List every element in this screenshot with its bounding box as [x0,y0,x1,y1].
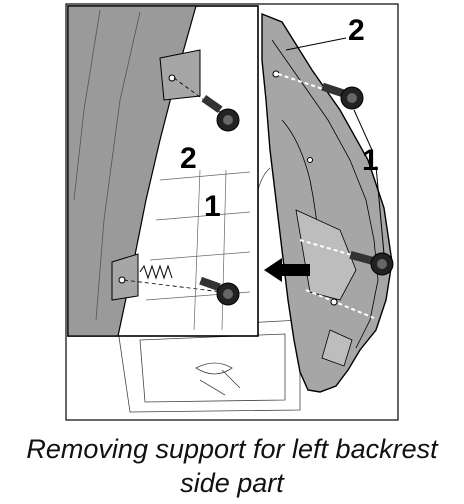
detail-inset [67,5,259,337]
callout-1-right: 1 [362,144,379,177]
callout-1-inset: 1 [204,190,221,223]
exploded-diagram: 2 1 2 1 [65,3,399,421]
support-bracket [261,12,393,393]
callout-2-inset: 2 [180,142,197,175]
bracket-screw-bottom [349,251,394,276]
inset-screw-bottom [199,276,240,306]
caption-line-2: side part [180,468,284,498]
removal-arrow [264,258,310,282]
callout-2-top: 2 [348,14,365,47]
figure-caption: Removing support for left backrest side … [0,432,464,500]
bracket-screw-top [321,82,364,110]
caption-line-1: Removing support for left backrest [26,434,438,464]
inset-screw-top [201,94,240,132]
